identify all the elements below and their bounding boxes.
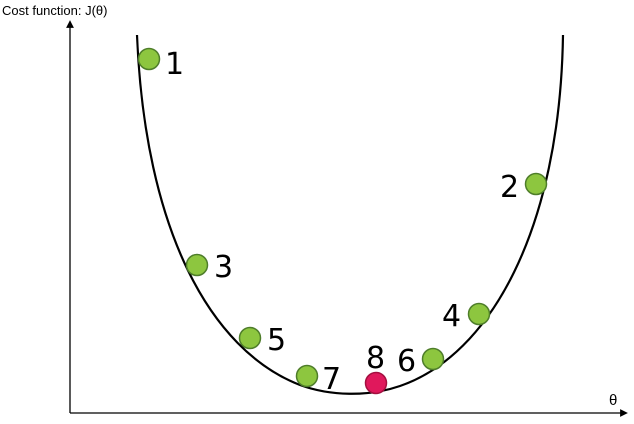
step-marker [467,302,491,326]
step-label: 3 [214,250,233,285]
step-point-4: 4 [442,299,491,334]
step-point-2: 2 [500,170,548,205]
step-marker [185,253,209,277]
step-point-5: 5 [238,323,286,358]
step-label: 8 [366,341,385,376]
step-label: 7 [322,362,341,397]
step-label: 4 [442,299,461,334]
step-point-3: 3 [185,250,233,285]
step-marker [524,172,548,196]
step-label: 1 [165,47,184,82]
step-point-8-minimum: 8 [364,341,388,395]
minimum-marker [364,371,388,395]
step-marker [421,347,445,371]
x-axis-label: θ [609,392,617,409]
step-marker [295,364,319,388]
y-axis-label: Cost function: J(θ) [2,3,108,18]
step-point-1: 1 [137,47,184,82]
step-label: 5 [267,323,286,358]
step-label: 2 [500,170,519,205]
step-marker [137,47,161,71]
cost-curve [135,34,565,395]
step-label: 6 [397,344,416,379]
step-marker [238,326,262,350]
step-point-7: 7 [295,362,341,397]
step-point-6: 6 [397,344,445,379]
